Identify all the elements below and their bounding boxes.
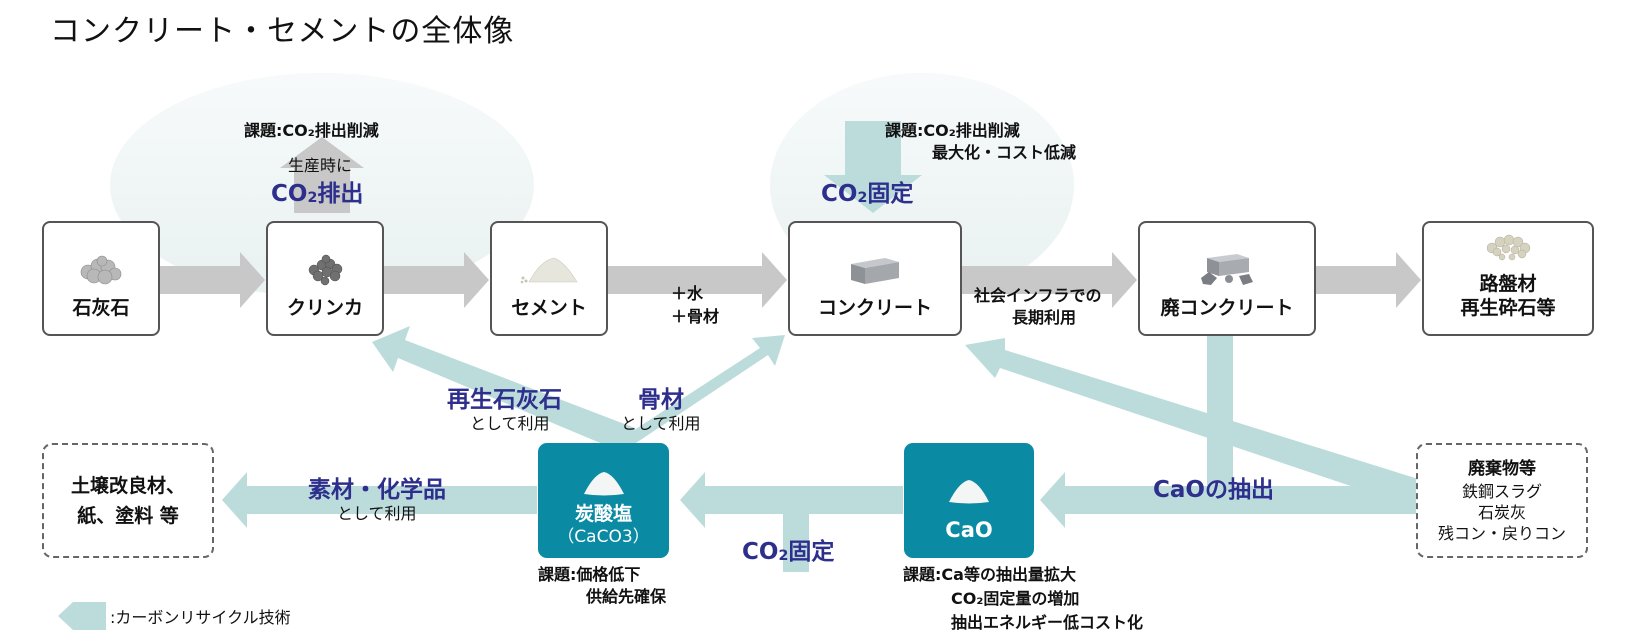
node-limestone-label: 石灰石 <box>72 297 130 319</box>
edge-label-water: ＋水 <box>671 284 704 303</box>
page-title: コンクリート・セメントの全体像 <box>50 14 515 49</box>
node-waste-materials[interactable]: 廃棄物等 鉄鋼スラグ 石炭灰 残コン・戻りコン <box>1416 443 1588 558</box>
node-roadbed[interactable]: 路盤材 再生砕石等 <box>1422 221 1594 336</box>
node-waste-concrete[interactable]: 廃コンクリート <box>1138 221 1316 336</box>
co2-fixation-top-label: CO2固定 <box>821 174 913 208</box>
node-clinker[interactable]: クリンカ <box>266 221 384 336</box>
broken-concrete-icon <box>1201 254 1253 285</box>
legend-label: :カーボンリサイクル技術 <box>110 608 291 627</box>
co2-fix-subscript: 2 <box>857 189 868 206</box>
aggregate-sub: として利用 <box>621 414 701 433</box>
co2-fix-suffix: 固定 <box>867 181 914 207</box>
co2-fix-prefix: CO <box>821 181 858 207</box>
node-roadbed-label-line1: 路盤材 <box>1479 273 1537 295</box>
arrow-carbonate-to-clinker <box>372 326 635 455</box>
co2-fix-bottom-subscript: 2 <box>778 547 789 564</box>
node-roadbed-label-line2: 再生砕石等 <box>1460 297 1556 319</box>
cao-issue-line3: 抽出エネルギー低コスト化 <box>951 613 1144 632</box>
co2-emission-arrow <box>280 137 364 213</box>
clinker-issue-label: 課題:CO₂排出削減 <box>244 121 379 140</box>
co2-fixation-down-arrow <box>824 121 922 213</box>
waste-item-coal-ash: 石炭灰 <box>1477 503 1526 522</box>
co2-emission-suffix: 排出 <box>317 181 364 207</box>
clinker-pellets-icon <box>308 254 343 286</box>
aggregate-label: 骨材 <box>638 387 684 413</box>
node-cao[interactable]: CaO <box>904 443 1034 558</box>
co2-fixation-bottom-label: CO2固定 <box>742 532 834 566</box>
arrow-limestone-to-clinker <box>160 252 265 308</box>
edge-label-infrastructure: 社会インフラでの <box>974 286 1102 305</box>
arrow-cement-to-concrete <box>608 252 787 308</box>
node-cement[interactable]: セメント <box>490 221 608 336</box>
co2-fix-bottom-prefix: CO <box>742 539 779 565</box>
clinker-production-label: 生産時に <box>288 156 353 175</box>
co2-emission-subscript: 2 <box>307 189 318 206</box>
cao-label: CaO <box>945 518 993 542</box>
materials-label: 素材・化学品 <box>308 477 446 503</box>
carbonate-label: 炭酸塩 <box>574 503 632 525</box>
arrow-cao-to-carbonate <box>680 472 903 528</box>
carbonate-powder-icon <box>583 472 624 496</box>
waste-title: 廃棄物等 <box>1468 459 1536 479</box>
node-carbonate[interactable]: 炭酸塩 （CaCO3） <box>538 443 669 558</box>
carbonate-formula: （CaCO3） <box>557 527 650 547</box>
legend-arrow-icon <box>58 602 106 630</box>
edge-label-aggregate: ＋骨材 <box>671 307 720 326</box>
recycled-limestone-sub: として利用 <box>470 414 550 433</box>
cao-issue-line1: 課題:Ca等の抽出量拡大 <box>903 565 1076 584</box>
crushed-stone-icon <box>1486 234 1531 261</box>
end-use-line1: 土壌改良材、 <box>70 474 185 497</box>
edge-label-long-term-use: 長期利用 <box>1012 308 1077 327</box>
arrow-concrete-to-waste <box>962 252 1137 308</box>
end-use-line2: 紙、塗料 等 <box>77 504 179 527</box>
arrow-carbonate-to-enduse <box>222 472 537 528</box>
node-end-use[interactable]: 土壌改良材、 紙、塗料 等 <box>42 443 214 558</box>
cement-powder-icon <box>520 257 578 284</box>
limestone-rocks-icon <box>80 255 122 285</box>
co2-emission-prefix: CO <box>271 181 308 207</box>
node-concrete-label: コンクリート <box>817 297 932 319</box>
materials-sub: として利用 <box>337 504 417 523</box>
waste-concrete-down-bar <box>1207 336 1233 486</box>
carbonate-issue-line1: 課題:価格低下 <box>538 565 641 584</box>
arrow-waste-to-concrete <box>965 338 1428 512</box>
recycled-limestone-label: 再生石灰石 <box>447 387 562 413</box>
concrete-block-icon <box>851 258 899 284</box>
node-waste-concrete-label: 廃コンクリート <box>1160 297 1294 319</box>
cao-extraction-label: CaOの抽出 <box>1153 477 1274 503</box>
arrow-extraction-to-cao <box>1040 472 1428 528</box>
node-clinker-label: クリンカ <box>286 297 363 319</box>
co2-fixation-stem <box>783 510 809 572</box>
waste-item-slag: 鉄鋼スラグ <box>1461 482 1542 501</box>
node-limestone[interactable]: 石灰石 <box>42 221 160 336</box>
cao-powder-icon <box>949 480 989 504</box>
node-cement-label: セメント <box>511 297 587 319</box>
node-concrete[interactable]: コンクリート <box>788 221 962 336</box>
arrow-clinker-to-cement <box>384 252 489 308</box>
arrow-carbonate-to-concrete <box>598 335 785 455</box>
concrete-issue-line2: 最大化・コスト低減 <box>932 143 1077 162</box>
co2-fix-bottom-suffix: 固定 <box>788 539 835 565</box>
co2-emission-label: CO2排出 <box>271 174 363 208</box>
concrete-issue-line1: 課題:CO₂排出削減 <box>885 121 1020 140</box>
waste-item-leftover-concrete: 残コン・戻りコン <box>1437 524 1566 543</box>
carbonate-issue-line2: 供給先確保 <box>586 587 667 606</box>
arrow-waste-to-roadbed <box>1316 252 1421 308</box>
cao-issue-line2: CO₂固定量の増加 <box>951 589 1080 608</box>
